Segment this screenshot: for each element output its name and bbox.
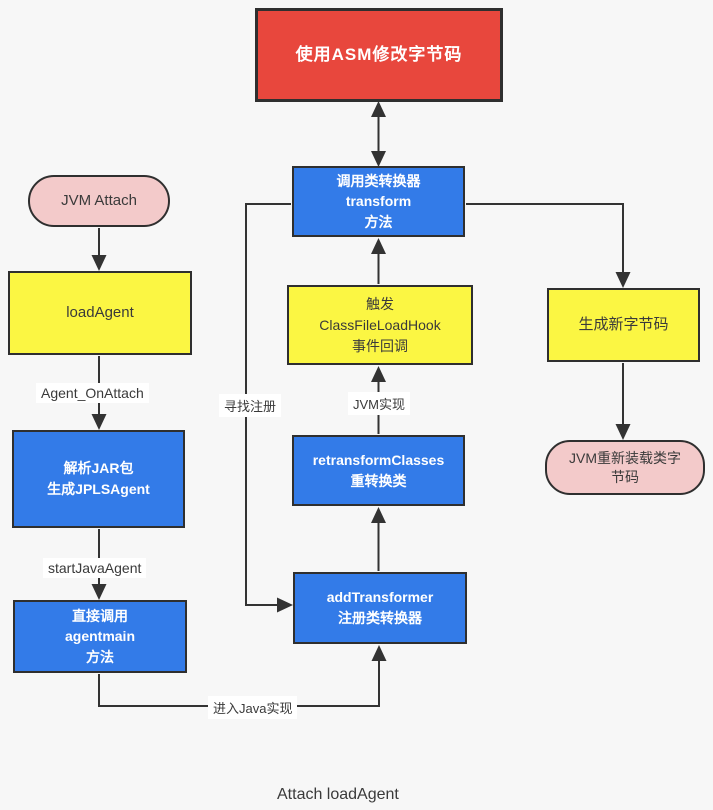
edge-transform-asm-bidirectional — [371, 101, 386, 167]
edge-label-enter-java-impl: 进入Java实现 — [208, 696, 298, 719]
edge-transform-to-newbytecode — [466, 203, 631, 288]
node-call-transform-box: 调用类转换器 transform 方法 — [292, 166, 465, 237]
node-retransformclasses-box: retransformClasses 重转换类 — [292, 435, 465, 506]
edge-newbytecode-to-jvmreload — [615, 363, 631, 440]
node-parse-jar-box: 解析JAR包 生成JPLSAgent — [12, 430, 185, 528]
node-call-agentmain-box: 直接调用 agentmain 方法 — [13, 600, 187, 673]
edge-label-agent-onattach: Agent_OnAttach — [36, 383, 149, 403]
node-jvm-reload-pill: JVM重新装载类字 节码 — [545, 440, 705, 495]
node-jvm-attach-pill: JVM Attach — [28, 175, 170, 227]
edge-label-find-register: 寻找注册 — [219, 394, 282, 417]
node-generate-new-bytecode-box: 生成新字节码 — [547, 288, 700, 362]
edge-hook-to-transform — [371, 238, 386, 284]
node-loadagent-box: loadAgent — [8, 271, 192, 355]
edge-addtransformer-to-retransform — [371, 507, 386, 571]
edge-jvmattach-to-loadagent — [91, 228, 107, 271]
node-use-asm-box: 使用ASM修改字节码 — [255, 8, 503, 102]
node-addtransformer-box: addTransformer 注册类转换器 — [293, 572, 467, 644]
edge-label-jvm-impl: JVM实现 — [348, 392, 411, 415]
diagram-title: Attach loadAgent — [277, 786, 399, 803]
node-trigger-classfileloadhook-box: 触发 ClassFileLoadHook 事件回调 — [287, 285, 473, 365]
edge-label-startjavaagent: startJavaAgent — [43, 558, 147, 578]
